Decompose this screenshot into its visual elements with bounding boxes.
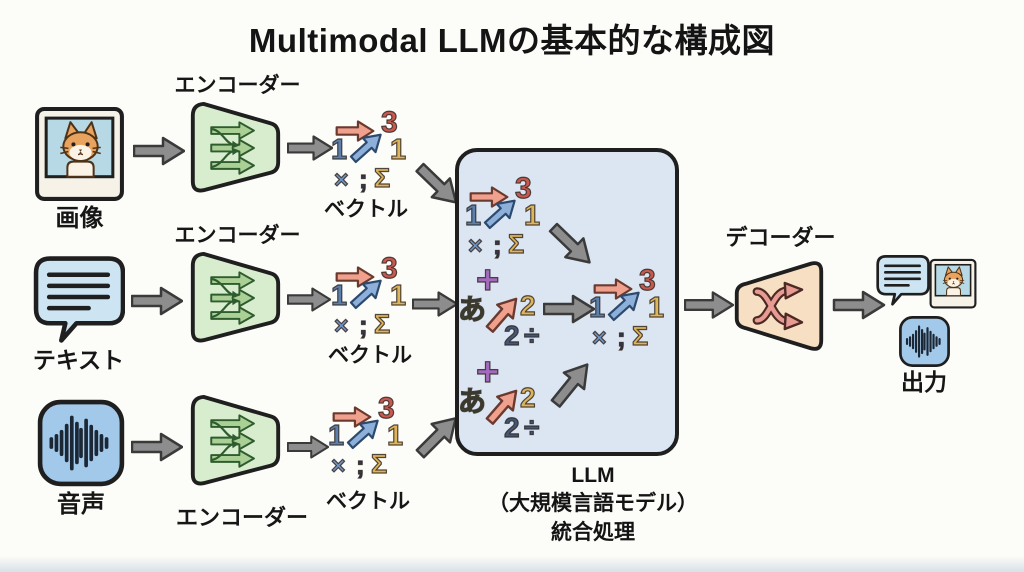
- token-semicolon: ;: [358, 164, 368, 194]
- flow-arrow-icon: [412, 290, 458, 318]
- token-semicolon: ;: [355, 450, 365, 480]
- token-times: ×: [591, 324, 607, 352]
- token-one-yellow: 1: [647, 292, 665, 324]
- output-audio-icon: [897, 315, 952, 368]
- flow-arrow-icon: [287, 286, 331, 313]
- token-divide: ÷: [523, 412, 540, 443]
- mixed-tokens-2: + あ 2 2 ÷: [457, 351, 554, 452]
- mixed-tokens-1: + あ 2 2 ÷: [457, 259, 554, 360]
- flow-arrow-icon: [287, 134, 333, 162]
- token-one-blue: 1: [588, 292, 606, 324]
- vector-label-2: ベクトル: [328, 344, 412, 367]
- token-sigma: Σ: [373, 309, 391, 339]
- token-one-blue: 1: [330, 134, 348, 166]
- token-hiragana-a: あ: [457, 294, 487, 325]
- token-one-blue: 1: [330, 280, 348, 312]
- token-one-yellow: 1: [389, 280, 407, 312]
- token-sigma: Σ: [631, 321, 649, 351]
- token-times: ×: [333, 166, 349, 194]
- vector-label-1: ベクトル: [324, 198, 408, 221]
- llm-caption-line3: 統合処理: [551, 520, 635, 544]
- encoder-label-1: エンコーダー: [174, 74, 301, 97]
- token-sigma: Σ: [373, 163, 391, 193]
- flow-arrow-icon: [543, 294, 595, 324]
- output-speech-bubble-icon: [875, 254, 930, 306]
- audio-waveform-icon: [36, 398, 126, 488]
- encoder-icon: [187, 250, 284, 347]
- output-label: 出力: [901, 369, 947, 395]
- input-label-audio: 音声: [57, 491, 105, 518]
- flow-arrow-icon: [287, 434, 329, 460]
- token-hiragana-a: あ: [457, 386, 487, 417]
- token-one-yellow: 1: [523, 200, 541, 232]
- flow-arrow-icon: [131, 286, 183, 316]
- input-label-image: 画像: [55, 205, 104, 232]
- token-three: 3: [377, 392, 395, 425]
- vector-label-3: ベクトル: [326, 490, 410, 513]
- decoder-icon: [731, 250, 827, 362]
- llm-caption: LLM （大規模言語モデル） 統合処理: [448, 462, 738, 547]
- vector-tokens-llm-center: 3 1 1 × ; Σ: [588, 265, 672, 358]
- token-sigma: Σ: [507, 229, 525, 259]
- speech-bubble-icon: [32, 254, 125, 344]
- token-one-blue: 1: [464, 200, 482, 232]
- token-plus: +: [475, 258, 500, 302]
- token-one-yellow: 1: [386, 420, 404, 452]
- token-semicolon: ;: [616, 322, 626, 352]
- token-three: 3: [380, 252, 398, 285]
- encoder-icon: [187, 393, 284, 490]
- token-times: ×: [333, 312, 349, 340]
- token-plus: +: [475, 350, 500, 394]
- flow-arrow-icon: [131, 432, 183, 462]
- llm-caption-line2: （大規模言語モデル）: [488, 492, 698, 516]
- token-divide: ÷: [523, 320, 540, 351]
- token-one-yellow: 1: [389, 134, 407, 166]
- encoder-icon: [187, 100, 284, 197]
- token-sigma: Σ: [370, 449, 388, 479]
- encoder-label-3: エンコーダー: [175, 505, 308, 530]
- token-two-navy: 2: [503, 320, 520, 351]
- bottom-shadow-band: [0, 556, 1024, 572]
- token-three: 3: [638, 264, 656, 297]
- token-semicolon: ;: [358, 310, 368, 340]
- llm-caption-line1: LLM: [571, 464, 615, 487]
- token-semicolon: ;: [492, 230, 502, 260]
- token-three: 3: [380, 106, 398, 139]
- token-two-yellow: 2: [519, 290, 536, 321]
- encoder-label-2: エンコーダー: [174, 224, 301, 247]
- input-label-text: テキスト: [32, 347, 125, 373]
- flow-arrow-icon: [684, 290, 734, 320]
- output-cat-photo-icon: [929, 258, 977, 311]
- page-title: Multimodal LLMの基本的な構成図: [248, 22, 776, 59]
- vector-tokens-1: 3 1 1 × ; Σ: [330, 107, 414, 200]
- cat-photo-icon: [34, 106, 125, 205]
- decoder-label: デコーダー: [725, 225, 836, 250]
- token-times: ×: [330, 452, 346, 480]
- vector-tokens-2: 3 1 1 × ; Σ: [330, 253, 414, 346]
- token-times: ×: [467, 232, 483, 260]
- token-two-navy: 2: [503, 412, 520, 443]
- vector-tokens-llm-top: 3 1 1 × ; Σ: [464, 173, 548, 266]
- token-one-blue: 1: [327, 420, 345, 452]
- vector-tokens-3: 3 1 1 × ; Σ: [327, 393, 411, 486]
- flow-arrow-icon: [133, 136, 185, 166]
- token-three: 3: [514, 172, 532, 205]
- token-two-yellow: 2: [519, 382, 536, 413]
